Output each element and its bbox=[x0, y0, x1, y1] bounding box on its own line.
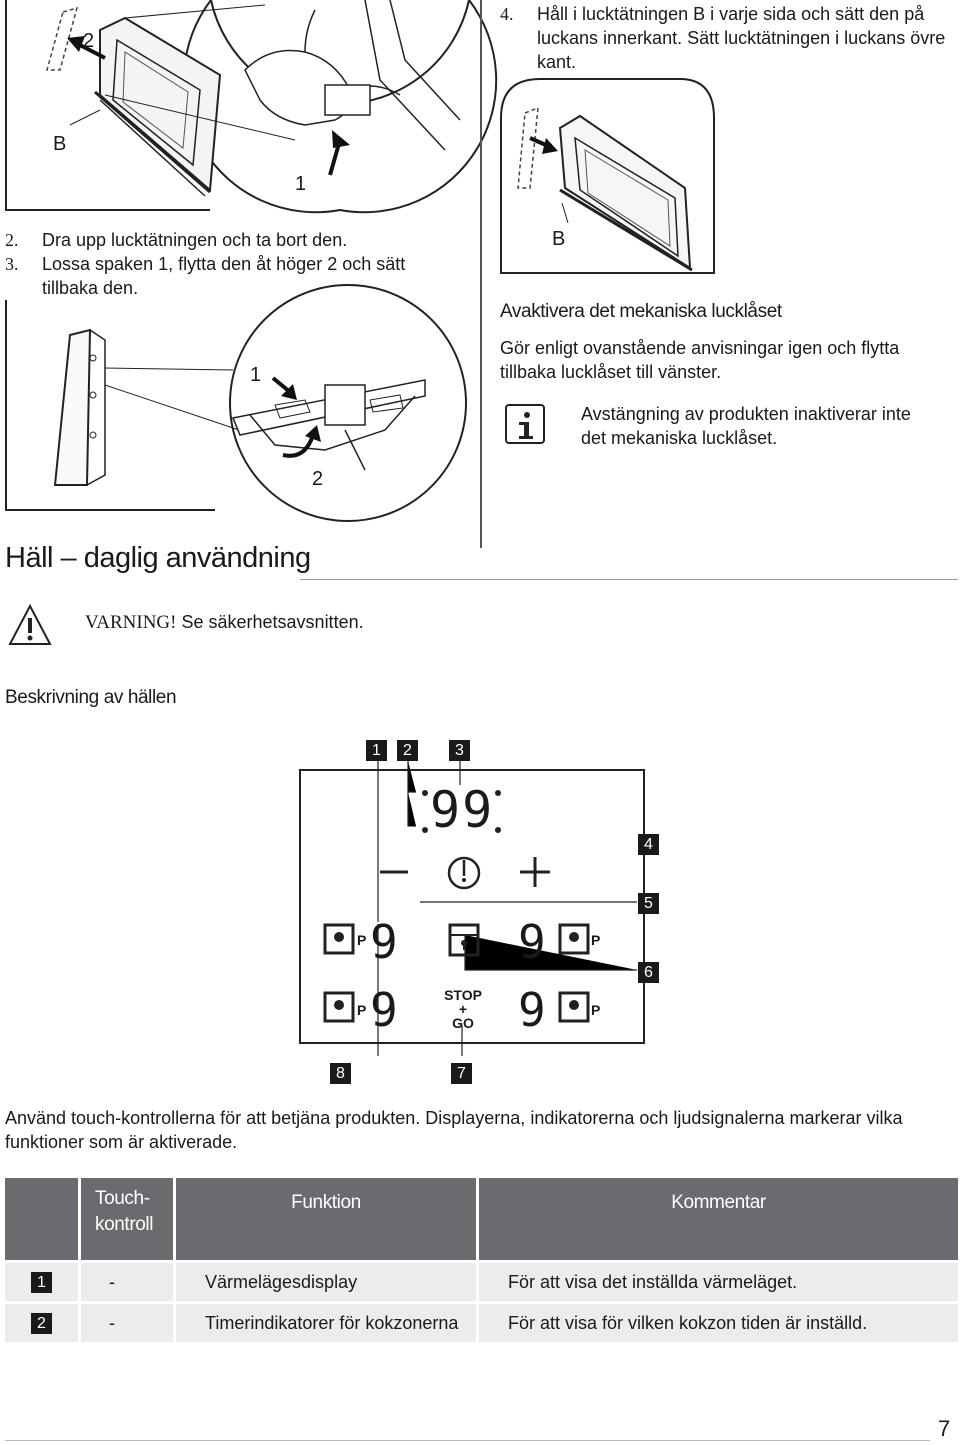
header-comment: Kommentar bbox=[479, 1178, 958, 1260]
step-3: 3. Lossa spaken 1, flytta den åt höger 2… bbox=[5, 252, 425, 300]
warning-triangle-svg bbox=[8, 603, 52, 645]
p-label: P bbox=[357, 1002, 367, 1018]
page-number: 7 bbox=[938, 1416, 951, 1441]
gasket-removal-illustration bbox=[5, 0, 498, 214]
table-row-1-function: Värmelägesdisplay bbox=[176, 1263, 476, 1301]
step-number: 4. bbox=[500, 4, 514, 24]
gasket-insertion-illustration bbox=[500, 78, 715, 274]
intro-text: Använd touch-kontrollerna för att betjän… bbox=[5, 1108, 903, 1152]
table-row-2-touch: - bbox=[81, 1304, 173, 1342]
mech-lock-text: Gör enligt ovanstående anvisningar igen … bbox=[500, 338, 900, 382]
info-icon-svg bbox=[505, 404, 545, 444]
description-heading: Beskrivning av hällen bbox=[5, 687, 177, 708]
table-row-1-comment: För att visa det inställda värmeläget. bbox=[479, 1263, 958, 1301]
info-icon bbox=[505, 404, 545, 444]
callout-8: 8 bbox=[330, 1063, 351, 1084]
callout-4: 4 bbox=[638, 834, 659, 855]
header-touch: Touch-kontroll bbox=[81, 1178, 173, 1260]
callout-3: 3 bbox=[449, 740, 470, 761]
label-b: B bbox=[552, 228, 566, 250]
label-2: 2 bbox=[83, 30, 95, 52]
table-row-2-comment: För att visa för vilken kokzon tiden är … bbox=[479, 1304, 958, 1342]
table-row-1-touch: - bbox=[81, 1263, 173, 1301]
control-panel-diagram: 1 2 3 4 5 6 8 7 99 9 9 9 9 P P P P STOP … bbox=[290, 730, 670, 1092]
callout-6: 6 bbox=[638, 962, 659, 983]
warning-line: VARNING! Se säkerhetsavsnitten. bbox=[85, 610, 364, 635]
callout-5: 5 bbox=[638, 893, 659, 914]
p-label: P bbox=[591, 1002, 601, 1018]
step-text: Lossa spaken 1, flytta den åt höger 2 oc… bbox=[42, 254, 406, 298]
go-text: GO bbox=[452, 1015, 474, 1031]
stop-go-label: STOP + GO bbox=[438, 988, 488, 1030]
step-number: 2. bbox=[5, 230, 19, 250]
callout-2: 2 bbox=[397, 740, 418, 761]
stop-text: STOP bbox=[444, 987, 482, 1003]
step-number: 3. bbox=[5, 254, 19, 274]
row-badge: 2 bbox=[31, 1312, 52, 1334]
mech-lock-heading: Avaktivera det mekaniska lucklåset bbox=[500, 301, 782, 322]
zone-display-bottom-left: 9 bbox=[370, 983, 398, 1037]
table-row-2-function: Timerindikatorer för kokzonerna bbox=[176, 1304, 476, 1342]
timer-display: 99 bbox=[430, 781, 495, 839]
step-text: Håll i lucktätningen B i varje sida och … bbox=[537, 4, 946, 72]
header-function: Funktion bbox=[176, 1178, 476, 1260]
figure-lever-mechanism: 1 2 bbox=[5, 284, 470, 522]
plus-text: + bbox=[458, 1001, 468, 1017]
lever-illustration bbox=[5, 284, 467, 522]
column-divider bbox=[480, 0, 482, 548]
warning-text: Se säkerhetsavsnitten. bbox=[176, 612, 364, 632]
zone-display-top-left: 9 bbox=[370, 915, 398, 969]
figure-gasket-insertion: B bbox=[500, 78, 715, 274]
label-1: 1 bbox=[250, 364, 262, 386]
footer-rule bbox=[5, 1440, 930, 1441]
p-label: P bbox=[591, 932, 601, 948]
zone-display-top-right: 9 bbox=[518, 915, 546, 969]
info-note: Avstängning av produkten inaktiverar int… bbox=[581, 404, 911, 448]
step-2: 2. Dra upp lucktätningen och ta bort den… bbox=[5, 228, 465, 252]
table-row-2-id: 2 bbox=[5, 1304, 78, 1342]
label-2: 2 bbox=[312, 468, 324, 490]
panel-lines bbox=[299, 761, 645, 1056]
controls-table: Touch-kontroll Funktion Kommentar 1 - Vä… bbox=[5, 1178, 958, 1342]
warning-label: VARNING! bbox=[85, 612, 177, 633]
section-rule bbox=[300, 579, 958, 580]
row-badge: 1 bbox=[31, 1271, 52, 1293]
callout-7: 7 bbox=[451, 1063, 472, 1084]
step-text: Dra upp lucktätningen och ta bort den. bbox=[42, 230, 348, 250]
section-title: Häll – daglig användning bbox=[5, 542, 311, 574]
label-1: 1 bbox=[295, 173, 307, 195]
callout-1: 1 bbox=[366, 740, 387, 761]
label-b: B bbox=[53, 133, 67, 155]
zone-display-bottom-right: 9 bbox=[518, 983, 546, 1037]
header-blank bbox=[5, 1178, 78, 1260]
warning-triangle-icon bbox=[8, 603, 52, 646]
figure-door-gasket-removal: 2 B 1 bbox=[5, 0, 498, 218]
table-row-1-id: 1 bbox=[5, 1263, 78, 1301]
p-label: P bbox=[357, 932, 367, 948]
step-4: 4. Håll i lucktätningen B i varje sida o… bbox=[500, 2, 950, 74]
